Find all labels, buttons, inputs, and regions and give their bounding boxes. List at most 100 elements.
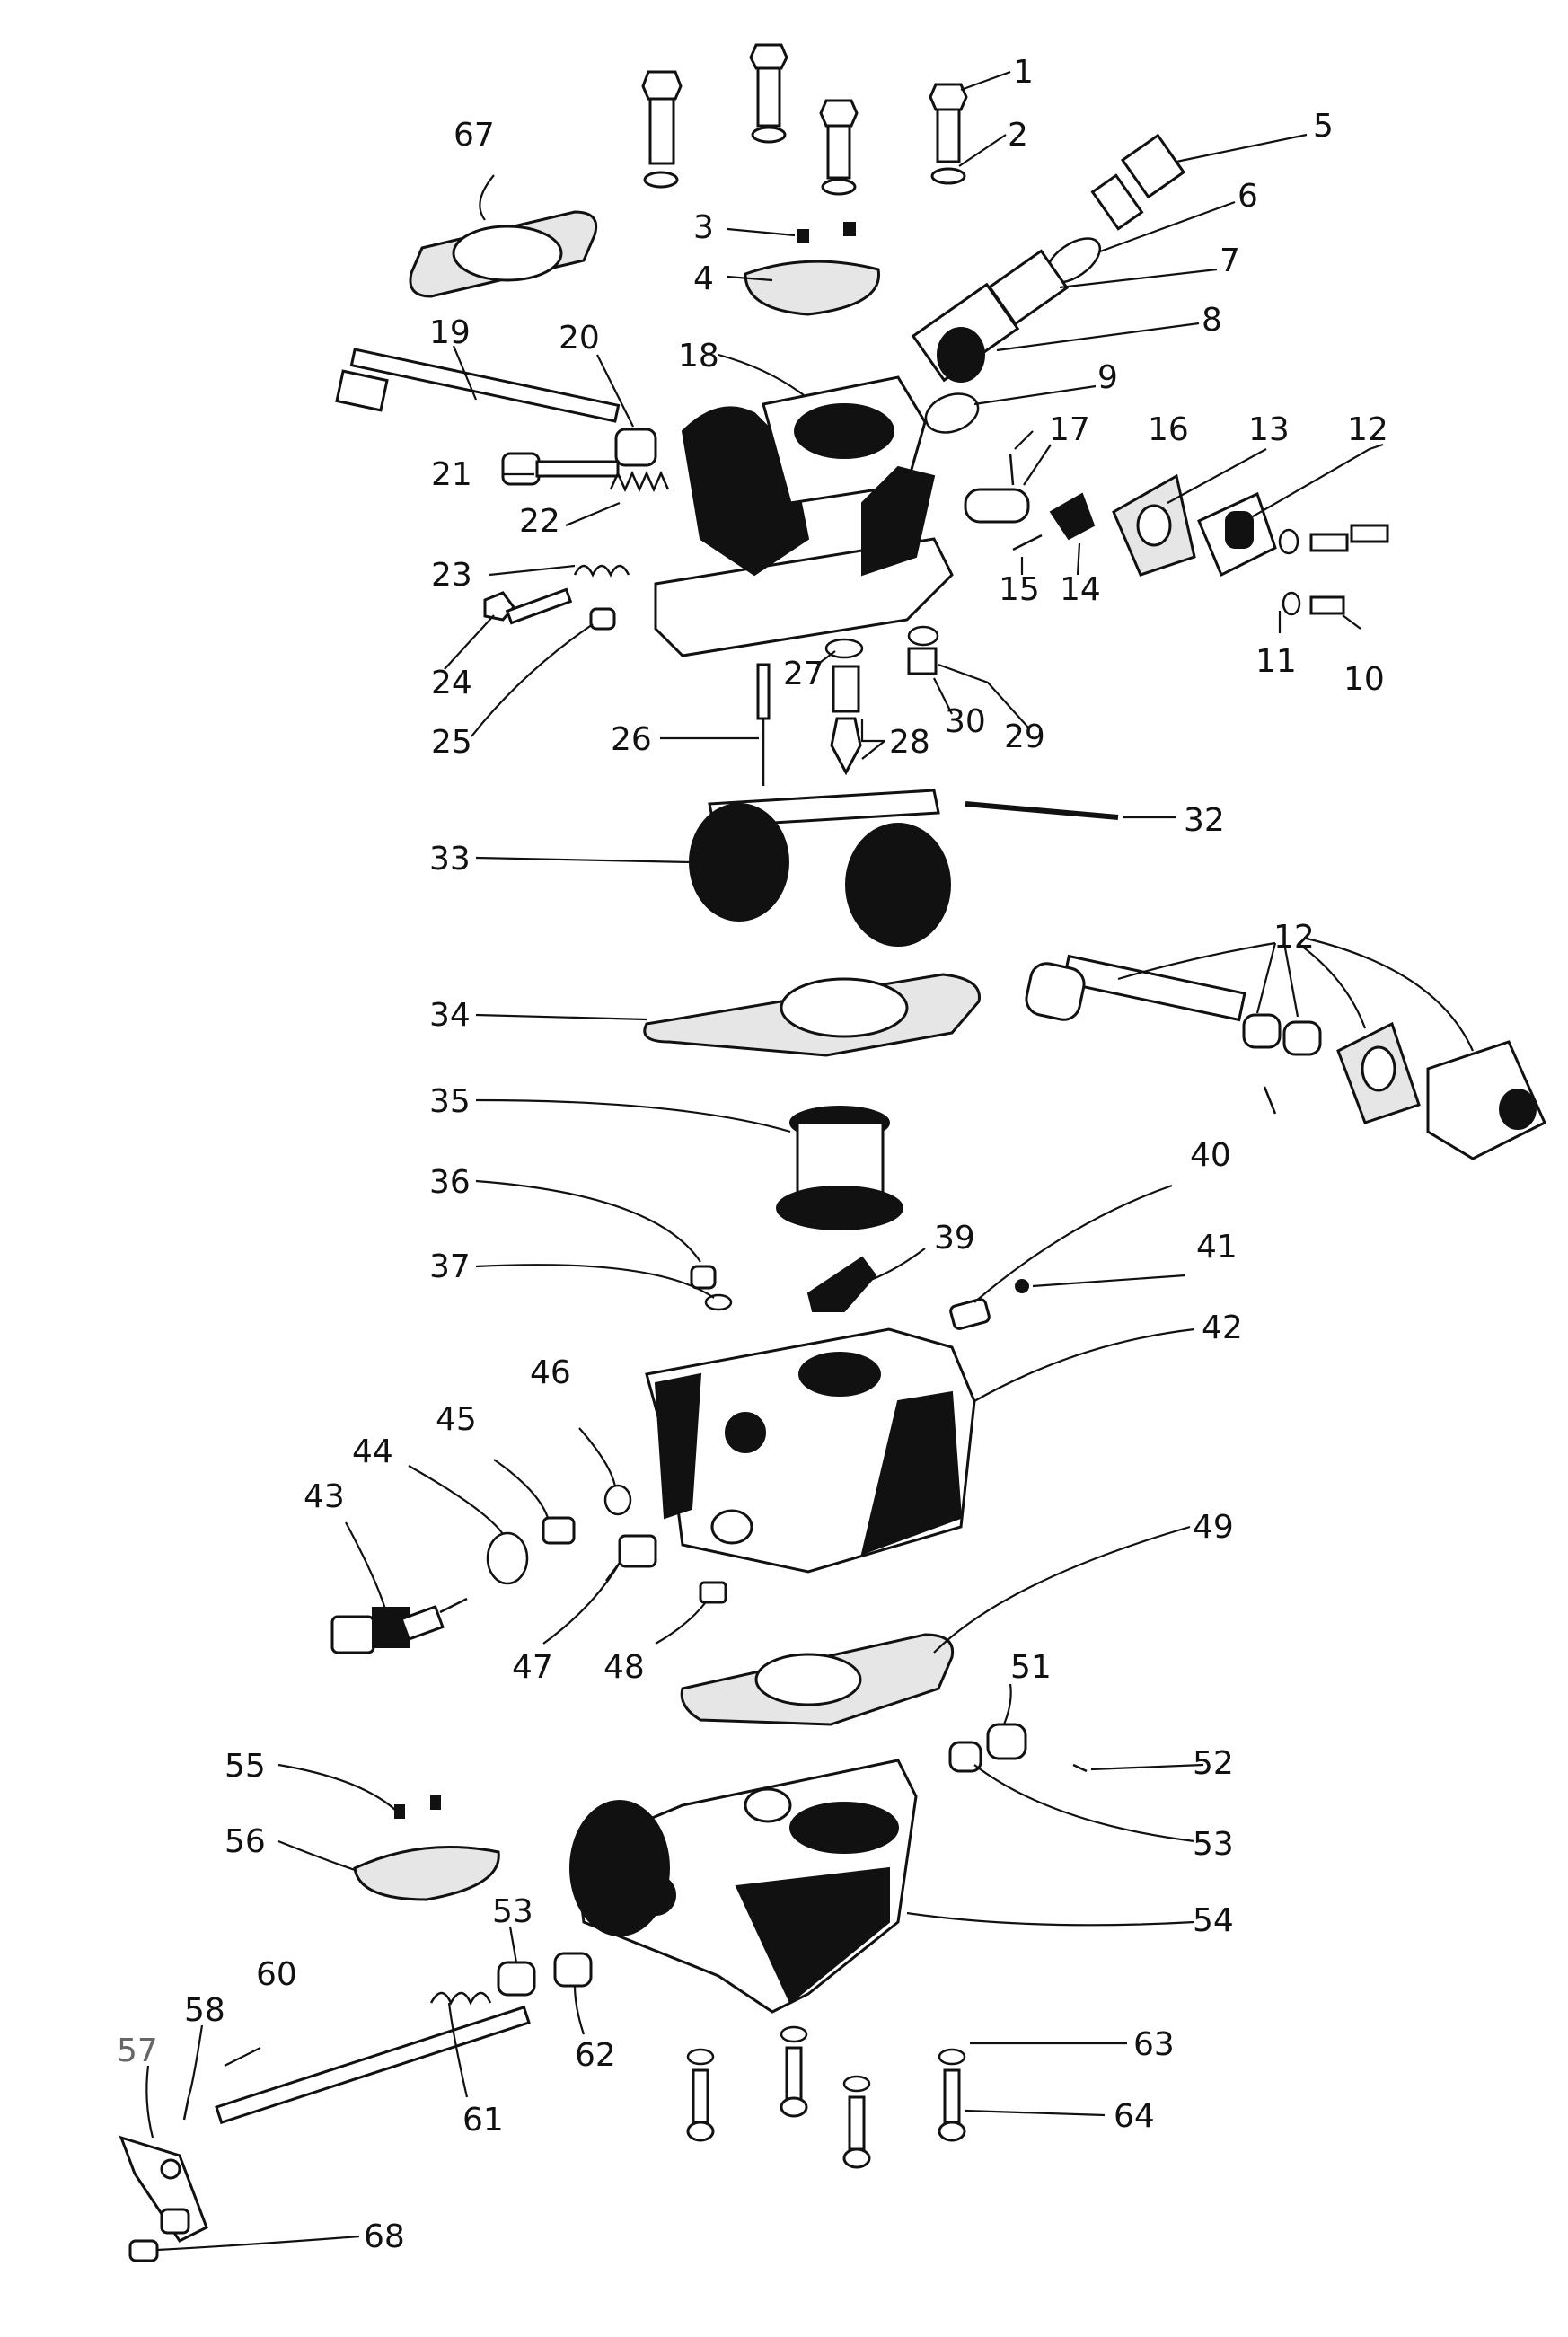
lever-14 [1049,492,1096,541]
callout-8: 8 [1202,302,1222,339]
callout-63: 63 [1133,2026,1175,2063]
throttle-shaft-60 [215,2005,531,2125]
lever-57 [119,2135,208,2243]
washer-46 [603,1484,632,1516]
callout-20: 20 [559,320,600,357]
top-bolts [641,43,968,196]
callout-28: 28 [889,724,930,761]
spring-23 [573,564,630,578]
screw-24 [483,587,573,625]
callout-4: 4 [693,260,714,297]
callout-22: 22 [519,503,560,540]
callout-68: 68 [364,2218,405,2255]
callout-25: 25 [431,724,472,761]
callout-37: 37 [429,1248,471,1285]
jet-40 [949,1298,991,1330]
plug-30 [907,647,938,675]
callout-34: 34 [429,997,471,1034]
venturi-35 [776,1106,903,1230]
callout-27: 27 [783,656,824,692]
callout-21: 21 [431,456,472,493]
plug-25 [589,607,616,631]
spring-22 [609,470,670,493]
callout-19: 19 [429,314,471,351]
plate-56 [353,1845,500,1901]
callout-49: 49 [1193,1509,1234,1546]
callout-48: 48 [603,1649,645,1686]
callout-60: 60 [256,1956,297,1993]
throttle-body-18 [654,375,954,657]
callout-6: 6 [1238,178,1258,215]
callout-33: 33 [429,841,471,877]
callout-64: 64 [1114,2098,1155,2135]
stop-screw-21 [501,452,620,486]
callout-18: 18 [678,338,719,375]
throttle-body-54 [569,1759,918,2014]
throttle-shaft-19 [335,348,621,423]
callout-30: 30 [945,703,986,740]
plug-45 [542,1516,576,1545]
callout-56: 56 [225,1823,266,1860]
bush-62 [553,1952,593,1988]
callout-62: 62 [575,2037,616,2074]
callout-47: 47 [512,1649,553,1686]
callout-42: 42 [1202,1310,1243,1346]
callout-55: 55 [225,1748,266,1785]
callout-52: 52 [1193,1745,1234,1782]
callout-58: 58 [184,1992,225,2029]
callout-10: 10 [1343,661,1385,698]
needle-seat-28 [830,665,862,776]
callout-45: 45 [436,1401,477,1438]
washer-44 [486,1531,529,1585]
spring-61 [429,1991,492,2006]
banjo-bolt-5 [1090,133,1186,231]
union-8 [911,282,1020,383]
callout-29: 29 [1004,719,1045,755]
ball-41 [1015,1279,1029,1293]
screw-68 [128,2239,159,2262]
float-bowl-42 [645,1327,976,1574]
callout-11: 11 [1255,643,1297,680]
callout-16: 16 [1148,411,1189,448]
nozzle-47 [605,1534,657,1582]
callout-12-detail: 12 [1273,919,1315,956]
callout-2: 2 [1008,117,1028,154]
callout-13: 13 [1248,411,1290,448]
plate-4 [744,260,881,316]
callout-67: 67 [454,117,495,154]
callout-51: 51 [1010,1649,1052,1686]
callout-26: 26 [611,721,652,758]
bush-53b [497,1961,536,1997]
callout-5: 5 [1313,108,1334,145]
callout-40: 40 [1190,1137,1231,1174]
callout-1: 1 [1013,54,1034,91]
housing-12 [1197,491,1277,578]
callout-46: 46 [530,1354,571,1391]
callout-57: 57 [117,2033,158,2069]
plug-36 [690,1265,717,1290]
bottom-screws [686,2025,966,2169]
bush-51 [986,1723,1027,1760]
callout-35: 35 [429,1083,471,1120]
float-33 [689,789,951,947]
callout-3: 3 [693,209,714,246]
callout-14: 14 [1060,571,1101,608]
detail-group-12 [1025,954,1546,1160]
callout-39: 39 [934,1220,975,1257]
callout-44: 44 [352,1433,393,1470]
callout-53: 53 [1193,1826,1234,1863]
bush-20 [614,428,657,467]
needle-valve-26 [756,663,771,786]
leader-lines [145,70,1475,2252]
callout-9: 9 [1097,359,1118,396]
callout-labels: 1 2 3 4 5 6 7 8 9 10 11 12 12 13 14 15 1… [117,54,1388,2255]
callout-36: 36 [429,1164,471,1201]
callout-24: 24 [431,665,472,701]
plug-48 [699,1581,727,1604]
pump-39 [806,1256,877,1312]
callout-43: 43 [304,1478,345,1515]
shaft-16 [964,488,1030,524]
callout-17: 17 [1049,411,1090,448]
